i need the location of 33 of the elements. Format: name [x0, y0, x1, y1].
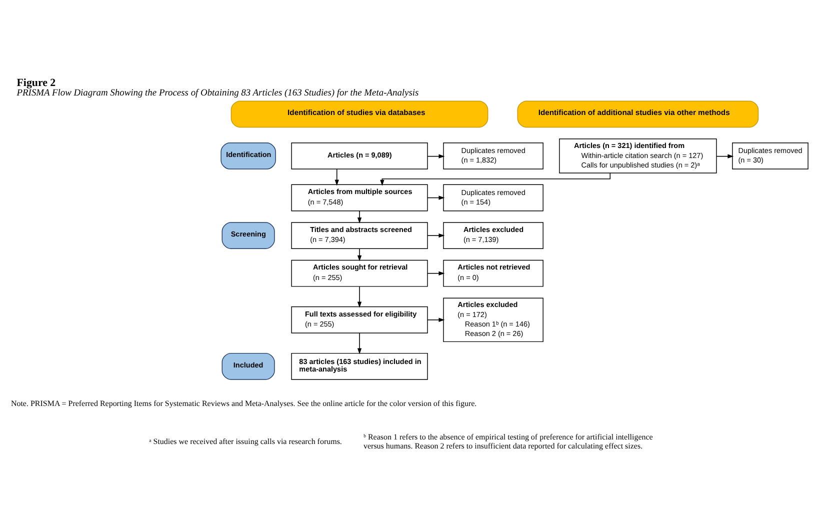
node-box: Included: [222, 352, 275, 380]
arrow: [427, 233, 445, 238]
node-box: Duplicates removed (n = 154): [443, 184, 544, 212]
node-box: Full texts assessed for eligibility (n = 255): [291, 306, 428, 334]
arrow: [427, 271, 445, 276]
label: ᵇ Reason 1 refers to the absence of empirical testing of preference for artificial intelligence versus humans. Reason 2 refers to insufficient data reported for calculating effect sizes.: [364, 432, 653, 450]
label: Note. PRISMA = Preferred Reporting Items for Systematic Reviews and Meta-Analyses. See the online article for the color version of this figure.: [10, 399, 477, 408]
node-box: 83 articles (163 studies) included in meta-analysis: [291, 352, 428, 380]
arrow: [357, 248, 362, 262]
node-box: Screening: [222, 222, 275, 249]
node-box: Titles and abstracts screened (n = 7,394): [291, 222, 428, 249]
arrow: [427, 154, 445, 158]
node-box: Articles excluded (n = 7,139): [443, 222, 544, 249]
label: Figure 2: [16, 76, 56, 89]
arrow: [334, 168, 339, 186]
node-box: Articles sought for retrieval (n = 255): [291, 260, 428, 287]
diagram-title: PRISMA Flow Diagram Showing the Process of Obtaining 83 Articles (163 Studies) for the Meta-Analysis: [16, 88, 419, 99]
node-box: Identification: [220, 142, 276, 170]
arrow: [357, 332, 362, 354]
node-box: Articles excluded (n = 172) Reason 1ᵇ (n = 146) Reason 2 (n = 26): [443, 298, 544, 342]
label: ᵃ Studies we received after issuing calls via research forums.: [149, 437, 342, 446]
arrow: [716, 154, 734, 158]
arrow: [357, 210, 362, 224]
arrow: [427, 318, 445, 322]
node-box: Duplicates removed (n = 1,832): [443, 142, 544, 170]
node-box: Articles not retrieved (n = 0): [443, 260, 544, 287]
node-box: Articles (n = 321) identified from Within-article citation search (n = 127) Calls for unpublished studies (n = 2)ᵃ: [559, 138, 717, 174]
node-box: Articles from multiple sources (n = 7,548): [291, 184, 428, 212]
node-box: Duplicates removed (n = 30): [732, 142, 808, 170]
node-box: Articles (n = 9,089): [291, 142, 428, 170]
arrow: [427, 196, 445, 200]
arrow: [357, 286, 362, 308]
arrow: [380, 172, 611, 186]
